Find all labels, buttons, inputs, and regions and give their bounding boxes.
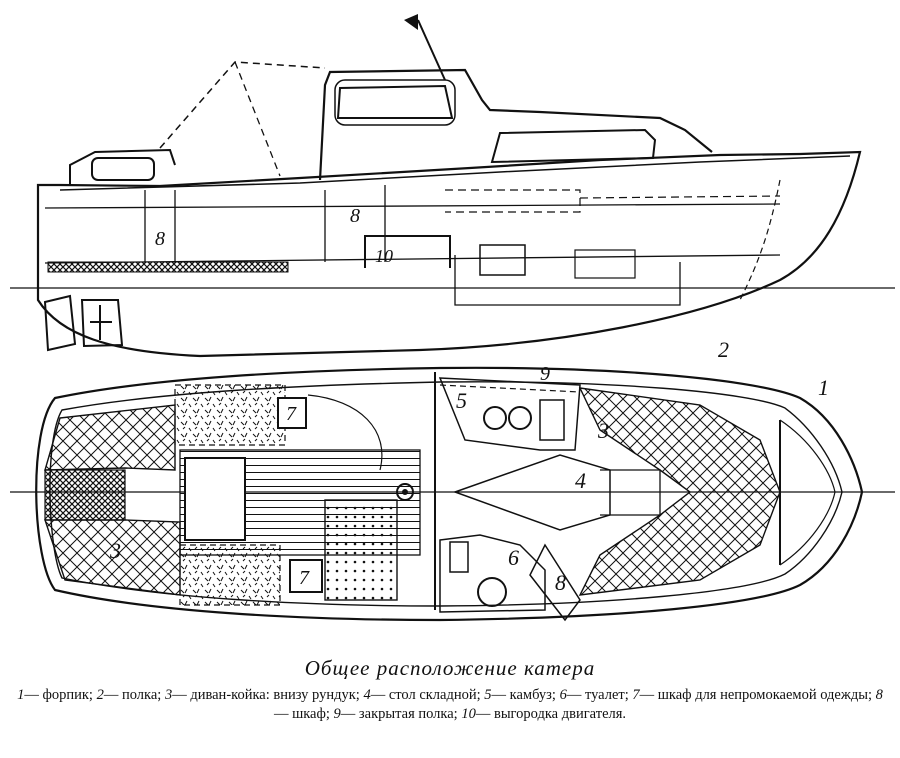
legend-text: — камбуз; <box>491 687 556 703</box>
toilet <box>439 534 546 613</box>
side-profile: 8 8 10 <box>10 14 895 358</box>
label-berth-aft: 3 <box>109 538 121 563</box>
propeller-rudder <box>80 299 124 348</box>
legend-item: 7— шкаф для непромокаемой одежды; <box>632 687 872 703</box>
legend-number: 10 <box>461 706 476 722</box>
legend-number: 2 <box>96 687 104 703</box>
legend-item: 10— выгородка двигателя. <box>461 706 626 722</box>
legend-item: 1— форпик; <box>17 687 93 703</box>
legend-text: — полка; <box>103 687 162 703</box>
legend-item: 8 — шкаф; <box>274 687 883 722</box>
legend-text: — диван-койка: внизу рундук; <box>172 687 360 703</box>
legend-number: 9 <box>333 706 341 722</box>
legend-text: — форпик; <box>24 687 93 703</box>
legend-item: 3— диван-койка: внизу рундук; <box>165 687 360 703</box>
label-berth-forward: 3 <box>597 418 609 443</box>
profile-label-engine: 10 <box>375 246 393 266</box>
plan-view: 1 2 3 3 4 5 6 7 7 8 9 <box>10 337 895 622</box>
plan-hull-outline <box>35 366 864 622</box>
label-shelf: 2 <box>718 337 729 362</box>
galley <box>438 377 581 451</box>
legend-number: 8 <box>875 687 883 703</box>
label-closed-shelf: 9 <box>540 363 550 385</box>
legend-text: — стол складной; <box>370 687 481 703</box>
legend-text: — шкаф для непромокаемой одежды; <box>639 687 873 703</box>
label-cabinet: 8 <box>555 570 566 595</box>
berth-forward <box>578 387 781 596</box>
boat-drawing: 8 8 10 <box>10 14 895 622</box>
cabin-outline <box>318 68 713 181</box>
legend-item: 2— полка; <box>97 687 162 703</box>
legend-text: — шкаф; <box>273 706 330 722</box>
legend-number: 3 <box>164 687 173 703</box>
legend-number: 4 <box>363 687 371 703</box>
table <box>452 454 611 531</box>
label-galley: 5 <box>456 388 467 413</box>
figure-legend: 1— форпик; 2— полка; 3— диван-койка: вни… <box>12 686 888 724</box>
label-locker-bottom: 7 <box>299 567 310 589</box>
legend-item: 9— закрытая полка; <box>334 706 458 722</box>
label-forepeak: 1 <box>818 375 829 400</box>
legend-text: — туалет; <box>566 687 629 703</box>
legend-text: — выгородка двигателя. <box>475 706 627 722</box>
legend-number: 7 <box>632 687 640 703</box>
figure-title: Общее расположение катера <box>304 656 596 680</box>
legend-item: 5— камбуз; <box>484 687 556 703</box>
legend-number: 5 <box>484 687 492 703</box>
legend-item: 4— стол складной; <box>363 687 480 703</box>
label-toilet: 6 <box>508 545 519 570</box>
profile-label-cabinet-mid: 8 <box>350 205 360 227</box>
cabinet <box>529 543 581 622</box>
legend-text: — закрытая полка; <box>340 706 458 722</box>
label-table: 4 <box>575 468 586 493</box>
profile-label-cabinet-aft: 8 <box>155 228 165 250</box>
legend-number: 1 <box>17 687 25 703</box>
label-locker-top: 7 <box>286 403 297 425</box>
legend-number: 6 <box>559 687 567 703</box>
legend-item: 6— туалет; <box>560 687 629 703</box>
